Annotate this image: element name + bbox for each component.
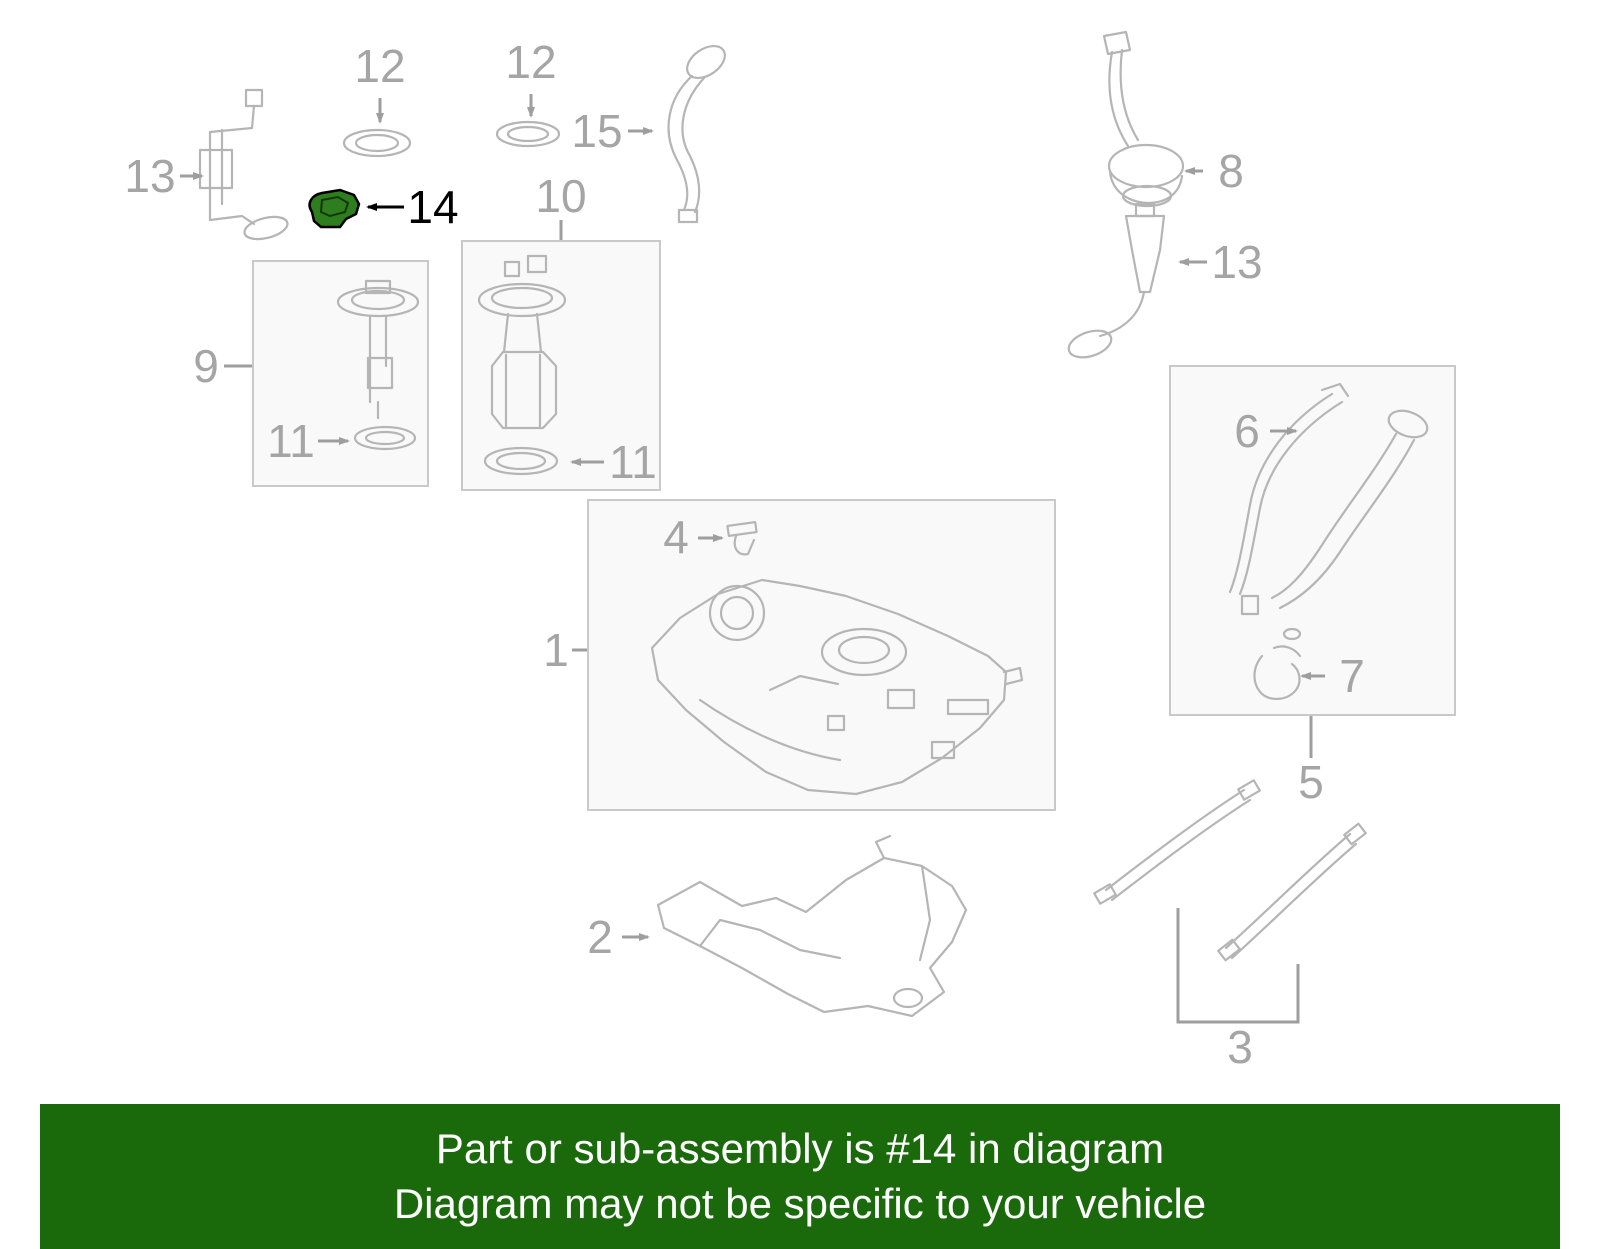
callout-label-12-left: 12	[354, 40, 405, 92]
group-box-10	[461, 240, 661, 491]
part-14-highlight-drawing	[308, 188, 361, 229]
heat-shield-drawing	[656, 834, 968, 1018]
callout-label-14: 14	[407, 181, 458, 233]
callout-label-13-left: 13	[124, 150, 175, 202]
callout-label-10: 10	[535, 170, 586, 222]
fuel-pump-seal-left-drawing	[342, 128, 412, 158]
fuel-level-sender-right-drawing	[1067, 202, 1166, 359]
callout-bracket-3	[1176, 908, 1300, 1024]
callout-label-11-right: 11	[609, 436, 657, 488]
fuel-pump-module-drawing	[477, 254, 567, 476]
fuel-tank-drawing	[650, 578, 1024, 796]
fuel-pump-seal-right-drawing	[495, 120, 561, 148]
callout-label-4: 4	[663, 511, 689, 563]
vent-hose-drawing	[667, 44, 726, 224]
callout-label-6: 6	[1234, 405, 1260, 457]
callout-label-9: 9	[193, 340, 219, 392]
callout-label-2: 2	[587, 911, 613, 963]
notice-banner: Part or sub-assembly is #14 in diagram D…	[40, 1104, 1560, 1249]
callout-label-13-right: 13	[1211, 236, 1262, 288]
banner-line-2: Diagram may not be specific to your vehi…	[393, 1179, 1207, 1227]
callout-label-12-right: 12	[505, 36, 556, 88]
callout-label-8: 8	[1218, 145, 1244, 197]
callout-label-15: 15	[571, 105, 622, 157]
tank-straps-drawing	[1093, 779, 1367, 962]
callout-label-1: 1	[543, 624, 569, 676]
fuel-level-sender-left-drawing	[198, 88, 289, 241]
callout-label-5: 5	[1298, 756, 1324, 808]
filler-pipe-drawing	[1228, 382, 1429, 700]
callout-label-7: 7	[1339, 650, 1365, 702]
callout-label-11-left: 11	[267, 415, 315, 467]
fuel-cap-drawing	[1102, 30, 1185, 208]
banner-line-1: Part or sub-assembly is #14 in diagram	[435, 1125, 1165, 1173]
group-box-5	[1169, 365, 1456, 716]
rollover-valve-drawing	[726, 521, 758, 556]
fuel-sender-unit-drawing	[336, 279, 420, 451]
callout-label-3: 3	[1227, 1021, 1253, 1073]
